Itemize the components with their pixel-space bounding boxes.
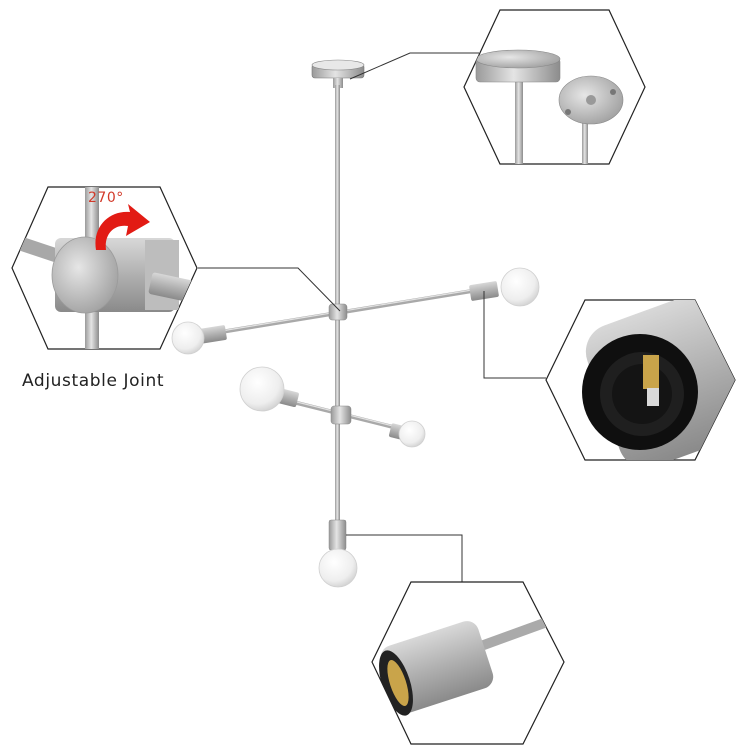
joint-detail-callout <box>11 186 198 350</box>
bulb-bottom <box>318 519 358 588</box>
bulb-middle-right <box>388 420 426 448</box>
adjustable-joint-label: Adjustable Joint <box>22 371 165 391</box>
bulb-upper-left <box>171 321 227 355</box>
bulb-middle-left <box>239 366 299 412</box>
callout-leader-lines <box>198 52 546 582</box>
socket-detail-callout <box>545 299 736 461</box>
rotation-arrow-icon <box>95 204 150 250</box>
stem-socket-detail-callout <box>371 581 565 745</box>
chandelier-fixture <box>171 59 540 588</box>
bulb-upper-right <box>469 267 540 307</box>
rotation-degree-label: 270° <box>88 190 124 206</box>
canopy-detail-callout <box>463 9 646 165</box>
